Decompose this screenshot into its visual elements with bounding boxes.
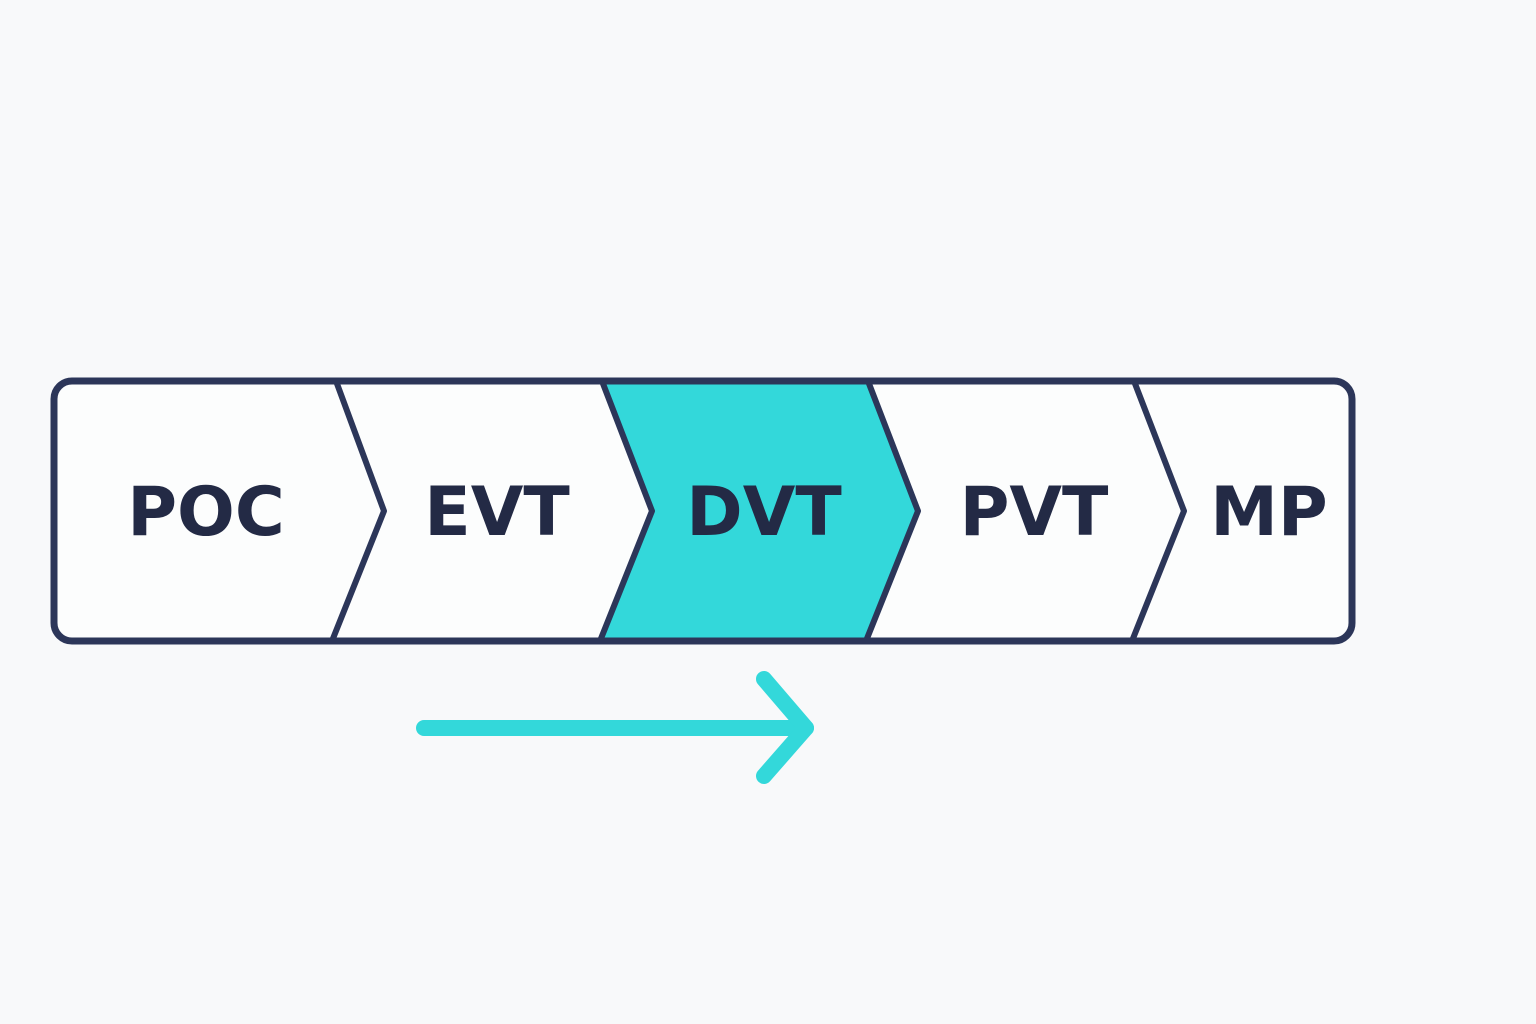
stage-label-poc: POC	[127, 473, 285, 552]
pipeline-outline	[50, 377, 1356, 645]
stage-segment-evt	[332, 381, 652, 641]
chevron-divider	[863, 381, 921, 641]
stage-segment-pvt	[866, 381, 1184, 641]
chevron-divider	[329, 381, 387, 641]
stage-label-mp: MP	[1210, 473, 1328, 552]
arrow-right-icon	[416, 671, 814, 784]
chevron-divider	[597, 381, 655, 641]
arrow-head	[756, 671, 814, 784]
stage-segment-poc	[54, 381, 384, 641]
chevron-divider	[1129, 381, 1187, 641]
stage-label-evt: EVT	[424, 473, 570, 552]
stage-label-dvt: DVT	[686, 473, 842, 552]
stage-label-pvt: PVT	[960, 473, 1109, 552]
stage-segment-dvt	[600, 381, 918, 641]
stage-segment-mp	[1132, 381, 1352, 641]
